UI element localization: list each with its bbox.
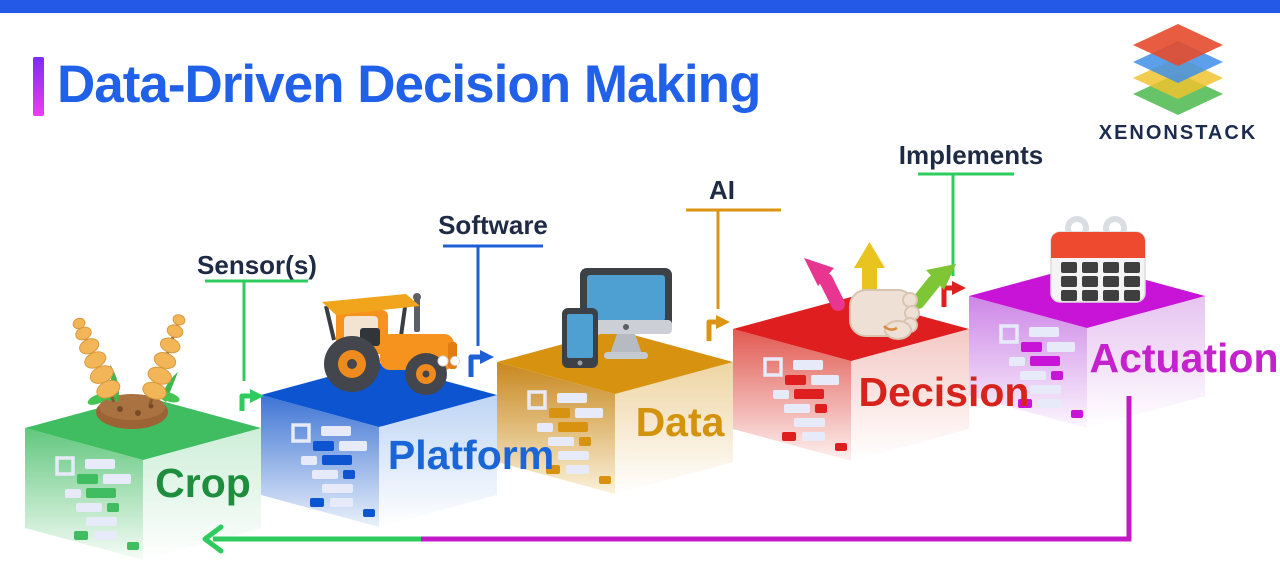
platform-right-face xyxy=(379,395,497,527)
software-label: Software xyxy=(438,210,548,240)
connector-software: Software xyxy=(438,210,548,377)
computer-devices-icon xyxy=(562,268,672,368)
software-elbow-arrow-icon xyxy=(468,350,494,377)
page-title: Data-Driven Decision Making xyxy=(57,55,761,114)
actuation-box-label: Actuation xyxy=(1089,335,1278,381)
implements-label: Implements xyxy=(899,140,1044,170)
ai-label: AI xyxy=(709,175,735,205)
ai-line xyxy=(686,208,781,309)
xenonstack-stack-icon xyxy=(1133,24,1223,115)
crop-right-face xyxy=(143,428,261,560)
connector-implements: Implements xyxy=(899,140,1044,307)
data-top-face xyxy=(497,330,733,394)
actuation-right-face xyxy=(1087,296,1205,428)
decision-right-face xyxy=(851,329,969,461)
software-line xyxy=(443,244,543,346)
sensors-line xyxy=(205,279,308,381)
implements-line xyxy=(918,172,1014,276)
feedback-arrow-magenta-segment xyxy=(419,396,1132,542)
platform-box-label: Platform xyxy=(388,432,554,478)
logo-layer-red xyxy=(1133,24,1223,66)
sensors-elbow-arrow-icon xyxy=(239,389,264,411)
top-accent-bar xyxy=(0,0,1280,13)
tractor-icon xyxy=(322,293,460,395)
xenonstack-logo-text: XENONSTACK xyxy=(1098,122,1258,144)
calendar-icon xyxy=(1050,216,1146,303)
sensors-label: Sensor(s) xyxy=(197,250,317,280)
implements-elbow-arrow-icon xyxy=(941,281,966,307)
feedback-arrowhead-icon xyxy=(202,524,224,554)
decision-box-label: Decision xyxy=(859,369,1030,415)
title-accent-bar xyxy=(33,57,44,116)
fist-decision-arrows-icon xyxy=(804,242,956,340)
feedback-arrow xyxy=(202,396,1132,554)
data-right-face xyxy=(615,362,733,494)
wheat-icon xyxy=(72,314,186,429)
crop-box-label: Crop xyxy=(155,460,251,506)
connector-ai: AI xyxy=(686,175,781,341)
xenonstack-logo: XENONSTACK xyxy=(1098,20,1258,145)
step-box-data xyxy=(497,330,733,494)
data-box-label: Data xyxy=(636,399,726,445)
ai-elbow-arrow-icon xyxy=(706,315,730,341)
connector-sensors: Sensor(s) xyxy=(197,250,317,411)
